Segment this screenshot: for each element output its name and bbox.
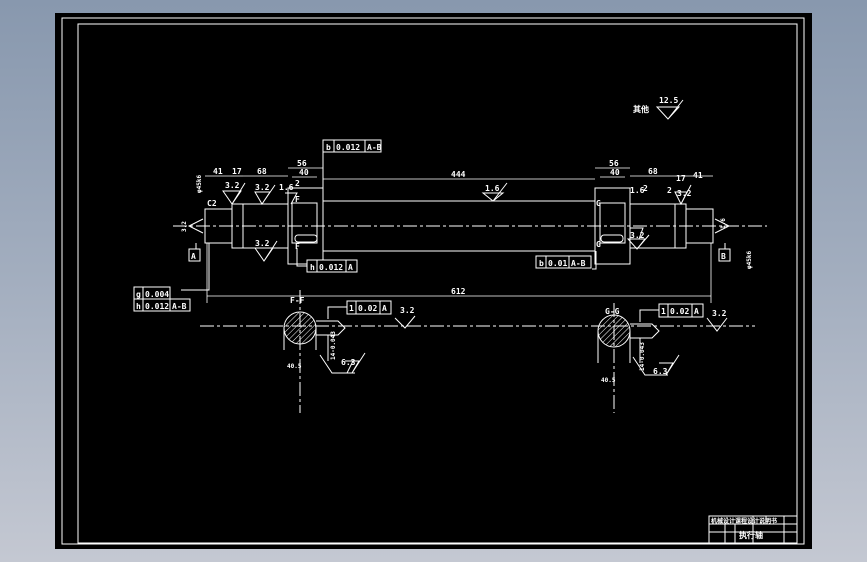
- dim-41-right: 41: [693, 171, 703, 180]
- section-f: [200, 290, 755, 413]
- chamfer-left: C2: [207, 199, 217, 208]
- keyway-dim-left: 2: [295, 179, 300, 188]
- section-marker-f-bottom: F: [295, 242, 300, 251]
- dim-40-left: 40: [299, 168, 309, 177]
- svg-text:b: b: [326, 143, 331, 152]
- diameter-left-end: φ45k6: [196, 175, 203, 193]
- diameter-right-end: φ45k6: [746, 251, 753, 269]
- drawing-canvas: 其他 12.5: [55, 13, 812, 549]
- datum-b-box: [718, 248, 731, 262]
- shaft-drawing: 其他 12.5: [61, 17, 805, 545]
- svg-text:b: b: [539, 259, 544, 268]
- rough-mid: 1.6: [485, 184, 500, 193]
- section-marker-g-top: G: [596, 199, 601, 208]
- dim-68-right: 68: [648, 167, 658, 176]
- section-g-label: G-G: [605, 307, 620, 316]
- svg-text:h: h: [136, 302, 141, 311]
- svg-text:A-B: A-B: [571, 259, 586, 268]
- section-g: [597, 303, 728, 413]
- rough-right-journal: 3.2: [677, 189, 692, 198]
- inner-frame: [77, 23, 798, 544]
- general-roughness-value: 12.5: [659, 96, 678, 105]
- tolerance-frame-bottom-left: h 0.012 A: [306, 259, 358, 273]
- keyway-dim-right: 2: [643, 184, 648, 193]
- title-block: 机械设计课程设计说明书 执行轴: [708, 515, 798, 544]
- tolerance-frame-bottom-right: b 0.01 A-B: [535, 255, 592, 269]
- tolerance-frame-section-f: 1 0.02 A: [346, 300, 392, 315]
- datum-a: A: [191, 252, 196, 261]
- svg-text:A-B: A-B: [367, 143, 382, 152]
- drawing-title: 执行轴: [739, 530, 763, 540]
- section-f-width: 14-0.043: [330, 331, 337, 360]
- outer-frame: [61, 17, 805, 545]
- section-g-width: 14-0.043: [639, 342, 646, 371]
- datum-b: B: [721, 252, 726, 261]
- section-f-label: F-F: [290, 296, 305, 305]
- svg-text:0.012: 0.012: [336, 143, 360, 152]
- dim-40-right: 40: [610, 168, 620, 177]
- svg-text:0.01: 0.01: [548, 259, 567, 268]
- datum-a-box: [188, 248, 201, 262]
- svg-text:g: g: [136, 290, 141, 299]
- rough-section-f-bottom: 6.3: [341, 358, 356, 367]
- rough-section-g-side: 3.2: [712, 309, 727, 318]
- dim-41-left: 41: [213, 167, 223, 176]
- svg-text:A: A: [694, 307, 699, 316]
- rough-section-g-bottom: 6.3: [653, 367, 668, 376]
- roughness-marks: [222, 182, 692, 262]
- top-dimensions: [205, 167, 713, 303]
- section-g-depth: 40.5: [601, 377, 616, 384]
- svg-text:0.012: 0.012: [319, 263, 343, 272]
- tolerance-frame-left-stack: g 0.004 h 0.012 A-B: [133, 286, 191, 312]
- rough-left-bottom: 3.2: [255, 239, 270, 248]
- rough-right-end: 1.6: [720, 218, 727, 229]
- svg-text:A: A: [382, 304, 387, 313]
- tolerance-frame-top-left: b 0.012 A-B: [322, 139, 382, 153]
- dim-17-right: 17: [676, 174, 686, 183]
- rough-right-bottom: 3.2: [630, 231, 645, 240]
- rough-left-journal: 3.2: [225, 181, 240, 190]
- roughness-symbol-icon: [655, 99, 684, 120]
- tolerance-frame-section-g: 1 0.02 A: [658, 303, 704, 318]
- svg-text:0.02: 0.02: [358, 304, 377, 313]
- shaft-outline: [204, 187, 714, 265]
- keyway-left: [291, 202, 318, 244]
- rough-section-f-side: 3.2: [400, 306, 415, 315]
- dim-56-left: 56: [297, 159, 307, 168]
- chamfer-right: 2: [667, 186, 672, 195]
- dim-612-overall: 612: [451, 287, 466, 296]
- dim-56-right: 56: [609, 159, 619, 168]
- rough-left-gear: 1.6: [279, 183, 294, 192]
- title-block-header: 机械设计课程设计说明书: [711, 517, 777, 525]
- section-f-depth: 40.5: [287, 363, 302, 370]
- keyway-right: [599, 202, 626, 244]
- svg-text:h: h: [310, 263, 315, 272]
- general-roughness-label: 其他: [633, 104, 649, 114]
- right-end-roughness-icon: [714, 218, 731, 234]
- svg-text:1: 1: [661, 307, 666, 316]
- left-end-roughness-icon: [187, 218, 204, 234]
- dim-17-left: 17: [232, 167, 242, 176]
- rough-right-gear: 1.6: [630, 186, 645, 195]
- dim-68-left: 68: [257, 167, 267, 176]
- section-marker-g-bottom: G: [596, 240, 601, 249]
- svg-text:A: A: [348, 263, 353, 272]
- svg-text:0.02: 0.02: [670, 307, 689, 316]
- rough-left-end: 3.2: [181, 221, 188, 232]
- section-marker-f-top: F: [295, 195, 300, 204]
- svg-text:A-B: A-B: [172, 302, 187, 311]
- rough-left-shoulder: 3.2: [255, 183, 270, 192]
- svg-text:0.004: 0.004: [145, 290, 169, 299]
- svg-text:0.012: 0.012: [145, 302, 169, 311]
- dim-444: 444: [451, 170, 466, 179]
- svg-text:1: 1: [349, 304, 354, 313]
